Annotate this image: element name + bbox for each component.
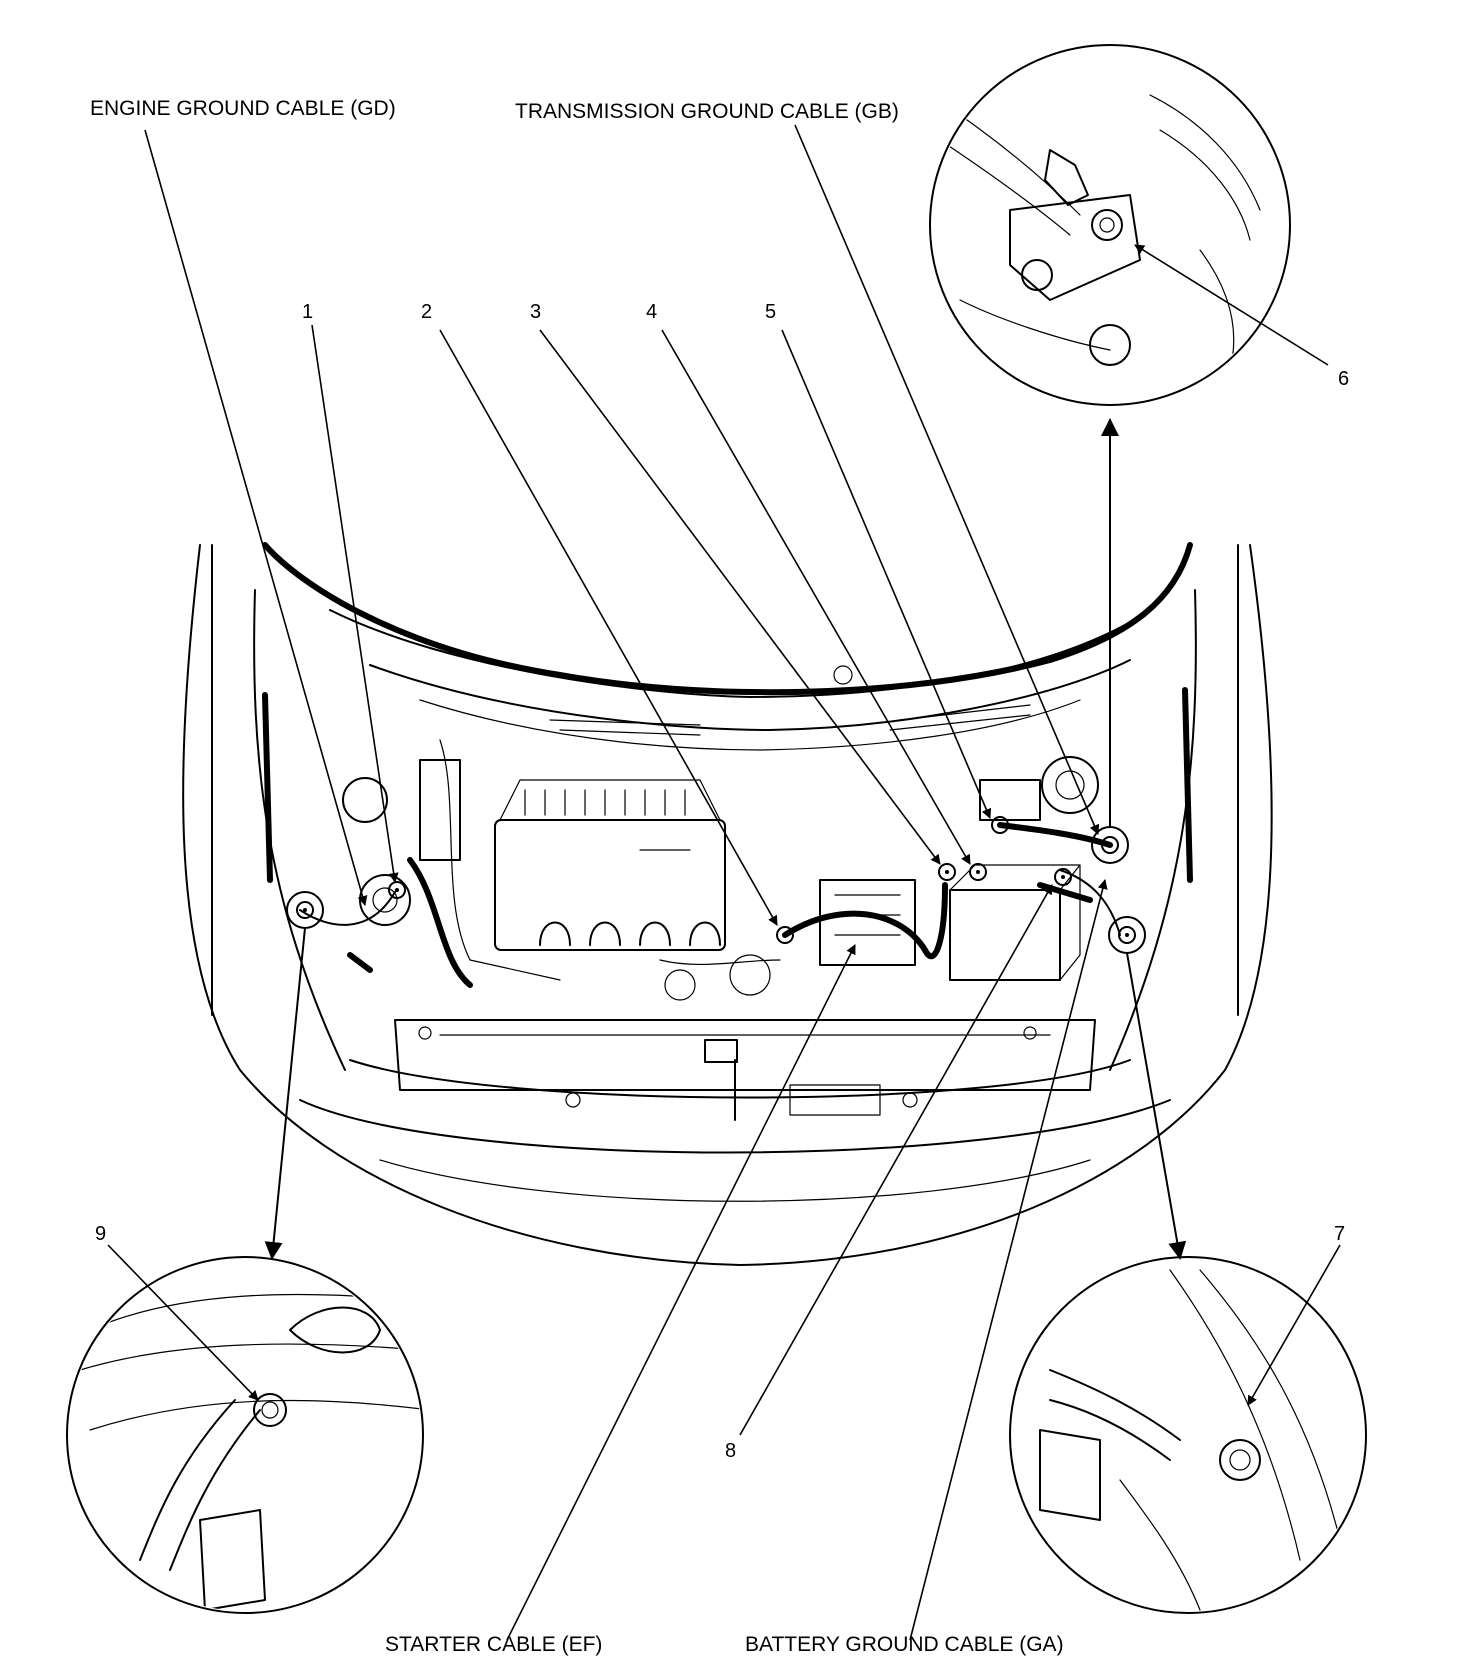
- ground-bolt-icon: [776, 926, 794, 944]
- ground-bolt-icon: [1108, 916, 1146, 954]
- arrow-icon: [1126, 952, 1187, 1260]
- starter-cable-label: STARTER CABLE (EF): [385, 1633, 602, 1656]
- callout-5: 5: [765, 301, 776, 323]
- callout-2: 2: [421, 301, 432, 323]
- leader-lines: [107, 124, 1341, 1641]
- battery: [949, 864, 1081, 981]
- vehicle-body-outline: [182, 542, 1273, 1266]
- transmission-ground-cable-label: TRANSMISSION GROUND CABLE (GB): [515, 100, 899, 123]
- ground-bolt-icon: [969, 863, 987, 881]
- callout-labels: ENGINE GROUND CABLE (GD) TRANSMISSION GR…: [90, 97, 1349, 1656]
- detail-arrows: [264, 418, 1187, 1260]
- engine-cover: [439, 739, 781, 1001]
- engine-ground-cable: [299, 891, 396, 926]
- arrow-icon: [264, 927, 306, 1260]
- cowl-vents: [549, 704, 1031, 736]
- starter-cable-run: [782, 882, 948, 960]
- ground-bolt-icon: [1054, 868, 1072, 886]
- battery-ground-cable-lead: [1059, 869, 1121, 936]
- callout-7: 7: [1334, 1223, 1345, 1245]
- callout-6: 6: [1338, 368, 1349, 390]
- cables: [299, 822, 1121, 960]
- ground-bolt-icon: [938, 863, 956, 881]
- callout-3: 3: [530, 301, 541, 323]
- detail-view-battery-ground: [1009, 1256, 1367, 1614]
- callout-4: 4: [646, 301, 657, 323]
- battery-ground-cable-label: BATTERY GROUND CABLE (GA): [745, 1633, 1064, 1656]
- battery-ground-cable-run: [997, 822, 1113, 848]
- callout-8: 8: [725, 1440, 736, 1462]
- ground-bolt-icon: [286, 891, 324, 929]
- callout-1: 1: [302, 301, 313, 323]
- ground-bolt-icon: [991, 816, 1009, 834]
- ground-points: [286, 816, 1146, 954]
- engine-ground-cable-label: ENGINE GROUND CABLE (GD): [90, 97, 396, 120]
- right-components: [979, 687, 1193, 903]
- detail-view-transmission-ground: [929, 44, 1291, 406]
- callout-9: 9: [95, 1223, 106, 1245]
- detail-view-engine-ground: [66, 1256, 424, 1614]
- under-hood-fuse-box: [819, 879, 916, 966]
